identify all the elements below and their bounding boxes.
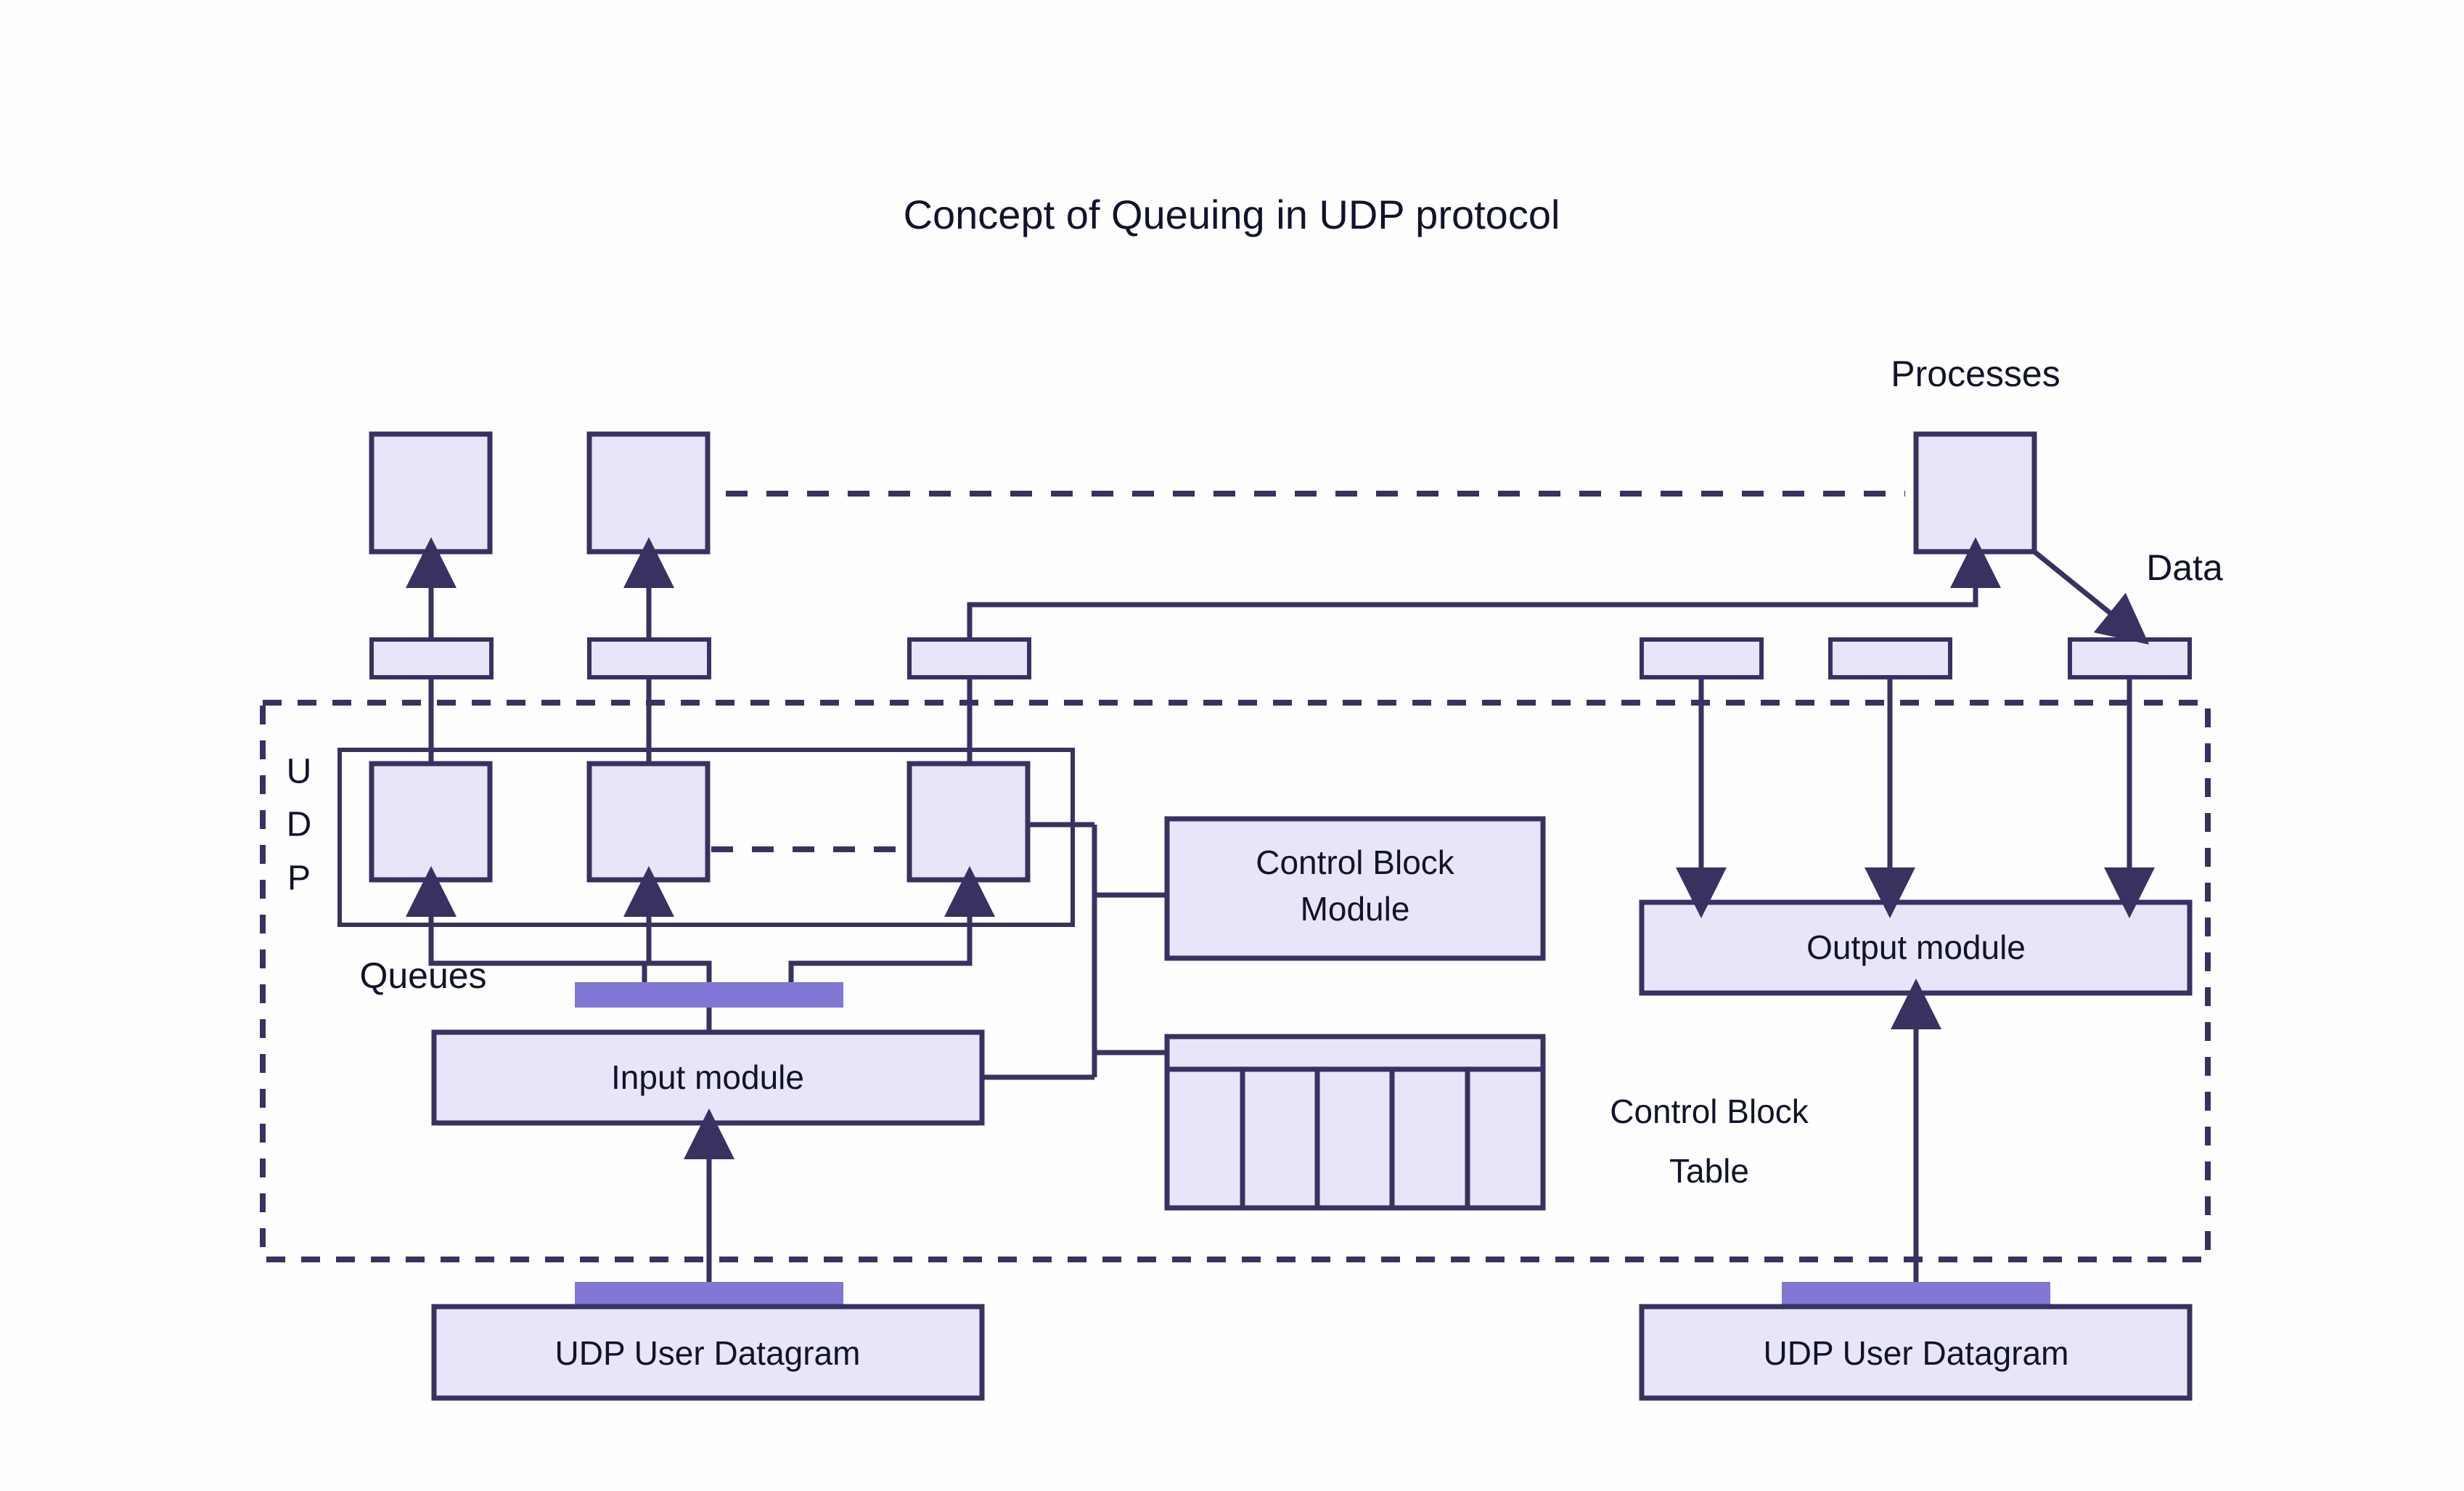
udp-letter-d: D	[287, 806, 312, 844]
port-box-left-2	[587, 637, 711, 679]
port-box-right-1	[1640, 637, 1764, 679]
control-block-table-box	[1164, 1034, 1546, 1211]
port-box-left-1	[369, 637, 494, 679]
arrow-input-to-queue2	[623, 866, 712, 982]
input-module-label: Input module	[611, 1058, 804, 1096]
control-block-module-box	[1164, 816, 1546, 961]
arrow-data-to-port-right3	[2032, 550, 2150, 645]
output-module-box	[1639, 899, 2193, 996]
process-box-2	[586, 431, 711, 555]
process-box-3	[1913, 431, 2037, 555]
udp-user-datagram-right-box	[1639, 1304, 2193, 1401]
udp-datagram-right-accent-bar	[1782, 1282, 2050, 1307]
arrow-input-to-queue3	[788, 866, 995, 982]
data-label: Data	[2146, 547, 2223, 588]
control-block-table-label-line1: Control Block	[1610, 1092, 1809, 1130]
queue-box-2	[586, 761, 711, 883]
udp-letter-u: U	[287, 753, 312, 791]
queues-frame	[337, 748, 1075, 927]
queue-box-1	[369, 761, 493, 883]
processes-label: Processes	[1891, 354, 2060, 394]
wire-port3-to-process3	[967, 537, 2001, 640]
queue-box-3	[906, 761, 1031, 883]
udp-letter-p: P	[287, 859, 311, 898]
udp-datagram-left-accent-bar	[575, 1282, 843, 1307]
port-box-right-2	[1828, 637, 1952, 679]
input-accent-bar	[575, 982, 843, 1008]
port-box-right-3	[2068, 637, 2192, 679]
port-box-left-3	[907, 637, 1031, 679]
control-block-table-label-line2: Table	[1669, 1152, 1749, 1190]
output-module-label: Output module	[1806, 928, 2026, 966]
udp-user-datagram-left-label: UDP User Datagram	[555, 1334, 861, 1372]
process-box-1	[369, 431, 493, 555]
page-title: Concept of Queuing in UDP protocol	[904, 192, 1560, 237]
arrow-input-to-queue1	[406, 866, 647, 982]
control-block-module-label-line2: Module	[1301, 890, 1410, 928]
control-block-module-label-line1: Control Block	[1256, 843, 1455, 881]
udp-user-datagram-left-box	[431, 1304, 985, 1401]
udp-user-datagram-right-label: UDP User Datagram	[1764, 1334, 2069, 1372]
